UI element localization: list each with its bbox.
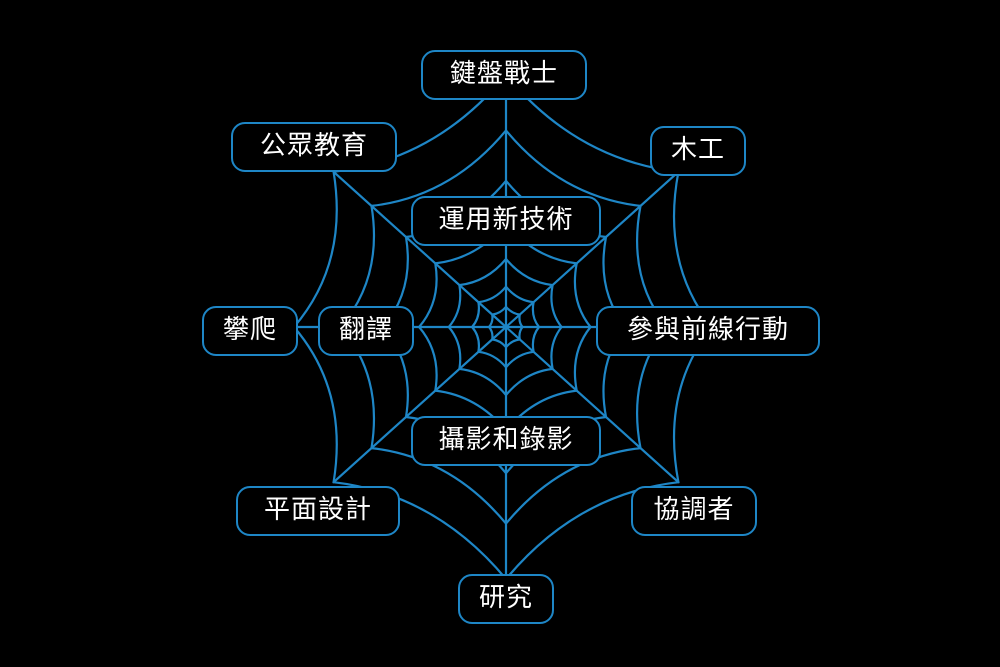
node-coordinator: 協調者 xyxy=(631,486,757,536)
node-public-education: 公眾教育 xyxy=(231,122,397,172)
node-frontline-action: 參與前線行動 xyxy=(596,306,820,356)
web-ring xyxy=(381,179,627,475)
web-ring xyxy=(470,285,541,370)
web-ring xyxy=(487,305,524,349)
web-ring xyxy=(339,129,669,526)
node-translation: 翻譯 xyxy=(318,306,414,356)
web-spoke xyxy=(332,325,508,484)
node-carpentry: 木工 xyxy=(650,126,746,176)
node-keyboard-warrior: 鍵盤戰士 xyxy=(421,50,587,100)
web-spoke xyxy=(332,170,508,329)
web-spoke xyxy=(504,325,680,484)
node-photo-video: 攝影和錄影 xyxy=(411,416,601,466)
node-research: 研究 xyxy=(458,574,554,624)
node-climbing: 攀爬 xyxy=(202,306,298,356)
web-ring xyxy=(447,257,564,397)
node-new-technology: 運用新技術 xyxy=(411,196,601,246)
node-graphic-design: 平面設計 xyxy=(236,486,400,536)
web-lines xyxy=(292,73,714,581)
web-spoke xyxy=(504,170,680,329)
